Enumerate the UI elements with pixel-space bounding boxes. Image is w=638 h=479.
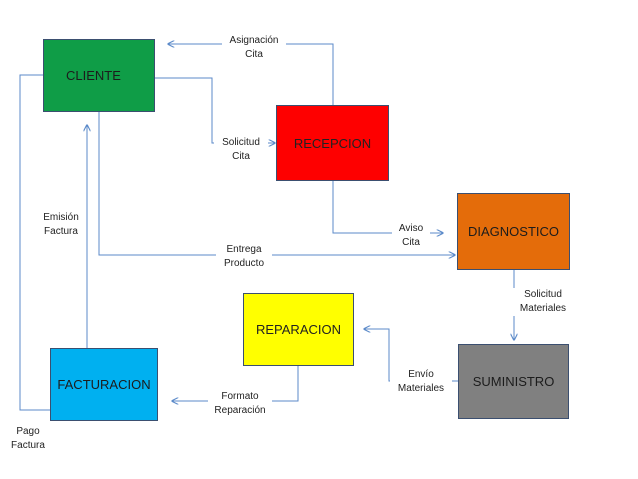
node-suministro: SUMINISTRO bbox=[458, 344, 569, 419]
node-reparacion-label: REPARACION bbox=[256, 322, 341, 337]
edge-label-solicitud-cita: Solicitud Cita bbox=[214, 136, 268, 164]
node-cliente: CLIENTE bbox=[43, 39, 155, 112]
edge-entrega-producto bbox=[98, 112, 455, 255]
node-diagnostico-label: DIAGNOSTICO bbox=[467, 224, 559, 239]
node-suministro-label: SUMINISTRO bbox=[472, 374, 555, 389]
edge-label-solicitud-materiales: Solicitud Materiales bbox=[512, 288, 574, 316]
edge-label-envio-materiales: Envío Materiales bbox=[390, 368, 452, 396]
node-facturacion: FACTURACION bbox=[50, 348, 158, 421]
node-cliente-label: CLIENTE bbox=[66, 68, 121, 83]
node-recepcion-label: RECEPCION bbox=[293, 135, 372, 151]
node-reparacion: REPARACION bbox=[243, 293, 354, 366]
node-facturacion-label: FACTURACION bbox=[57, 377, 151, 392]
edge-pago-factura bbox=[19, 74, 50, 411]
edge-label-aviso-cita: Aviso Cita bbox=[392, 222, 430, 250]
node-recepcion: RECEPCION bbox=[276, 105, 389, 181]
edge-label-entrega-producto: Entrega Producto bbox=[216, 243, 272, 271]
edge-solicitud-cita bbox=[155, 77, 275, 143]
node-diagnostico: DIAGNOSTICO bbox=[457, 193, 570, 270]
edge-label-formato-reparacion: Formato Reparación bbox=[208, 390, 272, 418]
edge-label-emision-factura: Emisión Factura bbox=[38, 211, 84, 239]
edge-label-asignacion-cita: Asignación Cita bbox=[222, 34, 286, 62]
edge-label-pago-factura: Pago Factura bbox=[6, 425, 50, 453]
